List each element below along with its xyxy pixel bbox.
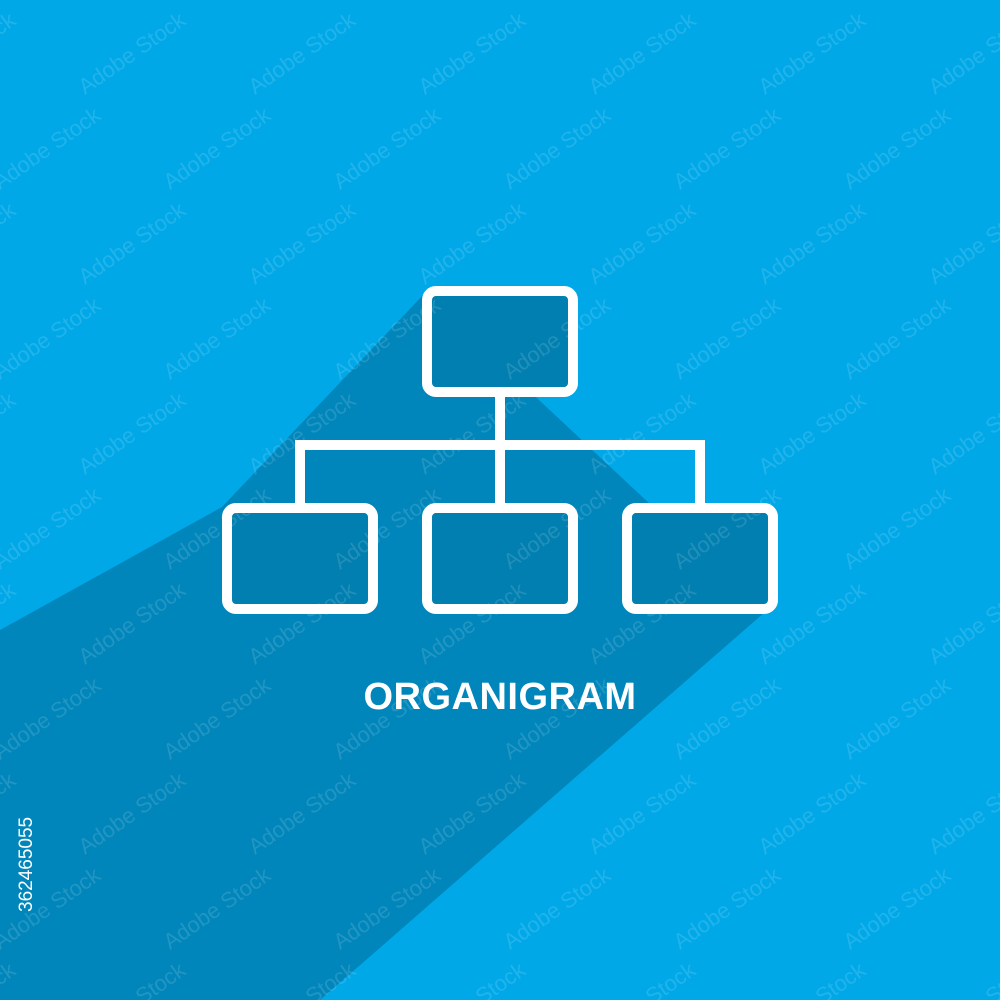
connector-lines — [295, 387, 705, 514]
org-box-top — [422, 286, 578, 397]
caption-title: ORGANIGRAM — [363, 676, 637, 718]
org-box-left — [222, 503, 378, 614]
stock-id-label: 362465055 — [16, 816, 37, 912]
org-chart-icon — [222, 286, 778, 614]
org-box-right — [622, 503, 778, 614]
long-shadow — [0, 293, 765, 1000]
org-box-center — [422, 503, 578, 614]
